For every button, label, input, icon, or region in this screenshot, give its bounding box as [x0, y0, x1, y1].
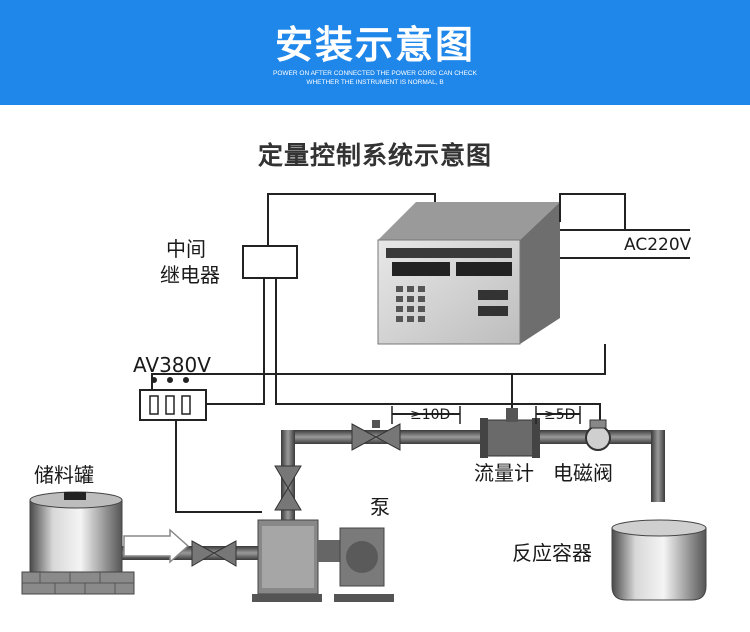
controller-instrument — [377, 202, 560, 345]
manual-valve-vertical — [274, 465, 302, 511]
solenoid-valve-label: 电磁阀 — [553, 461, 613, 485]
banner-subtitle: POWER ON AFTER CONNECTED THE POWER CORD … — [0, 69, 750, 87]
intermediate-relay — [242, 245, 298, 279]
power-380v-label: AV380V — [133, 353, 211, 377]
flowmeter-label: 流量计 — [474, 461, 534, 485]
flow-direction-arrow — [123, 528, 190, 564]
power-220v-label: AC220V — [624, 235, 692, 255]
distance-5d-label: ≥5D — [544, 407, 576, 423]
manual-valve-upper — [351, 420, 401, 451]
breaker-380v — [139, 377, 207, 421]
pump — [252, 519, 394, 602]
solenoid-valve — [585, 419, 611, 451]
relay-label-line1: 中间 — [166, 237, 206, 261]
reaction-vessel — [611, 519, 707, 601]
banner-subtitle-line2: WHETHER THE INSTRUMENT IS NORMAL, B — [306, 79, 444, 86]
storage-tank — [21, 491, 135, 595]
flowmeter — [480, 408, 540, 458]
reaction-vessel-label: 反应容器 — [512, 541, 592, 565]
header-banner: 安装示意图 POWER ON AFTER CONNECTED THE POWER… — [0, 0, 750, 105]
distance-markers — [391, 406, 581, 424]
diagram-title: 定量控制系统示意图 — [257, 141, 492, 170]
banner-subtitle-line1: POWER ON AFTER CONNECTED THE POWER CORD … — [273, 70, 477, 77]
wiring — [151, 193, 690, 513]
distance-10d-label: ≥10D — [410, 407, 451, 423]
banner-title: 安装示意图 — [274, 23, 475, 67]
relay-label-line2: 继电器 — [160, 263, 220, 287]
manual-valve-inlet — [191, 540, 237, 567]
pump-label: 泵 — [370, 495, 390, 519]
storage-tank-label: 储料罐 — [34, 463, 94, 487]
